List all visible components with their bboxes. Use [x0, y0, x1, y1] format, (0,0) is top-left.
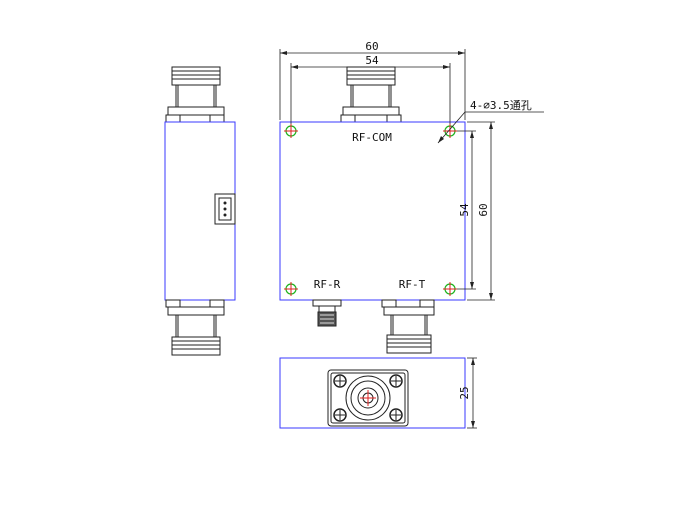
dim-right-inner [457, 130, 476, 290]
front-view: RF-COM RF-R RF-T [279, 40, 544, 354]
port-label-t: RF-T [399, 278, 426, 291]
bottom-connector-icon [327, 369, 409, 427]
port-label-r: RF-R [314, 278, 341, 291]
front-bottom-connector [381, 299, 435, 354]
hole-note-leader [437, 111, 544, 144]
side-bottom-connector [165, 299, 225, 356]
dim-label-bottom-height: 25 [458, 386, 471, 399]
dim-top-outer [279, 49, 466, 120]
mount-hole-icon [443, 124, 457, 138]
dim-label-top-outer: 60 [365, 40, 378, 53]
dim-label-right-outer: 60 [477, 203, 490, 216]
dim-label-right-inner: 54 [458, 203, 471, 217]
flange-bolt-icon [333, 374, 347, 388]
flange-bolt-icon [389, 408, 403, 422]
bottom-view: 25 [279, 357, 477, 429]
flange-bolt-icon [333, 408, 347, 422]
side-pin-header [214, 193, 236, 225]
hole-note: 4-⌀3.5通孔 [470, 99, 532, 112]
front-body [279, 121, 466, 301]
front-top-connector [340, 66, 402, 123]
dim-bottom-height [467, 357, 477, 429]
sma-connector-icon [312, 299, 342, 327]
dim-label-top-inner: 54 [365, 54, 379, 67]
dim-top-inner [290, 63, 451, 124]
side-top-connector [165, 66, 225, 123]
mount-hole-icon [284, 282, 298, 296]
port-label-com: RF-COM [352, 131, 392, 144]
mount-hole-icon [443, 282, 457, 296]
bottom-body [279, 357, 466, 429]
side-view [164, 66, 236, 356]
mount-hole-icon [284, 124, 298, 138]
dim-right-outer [467, 121, 495, 301]
flange-bolt-icon [389, 374, 403, 388]
